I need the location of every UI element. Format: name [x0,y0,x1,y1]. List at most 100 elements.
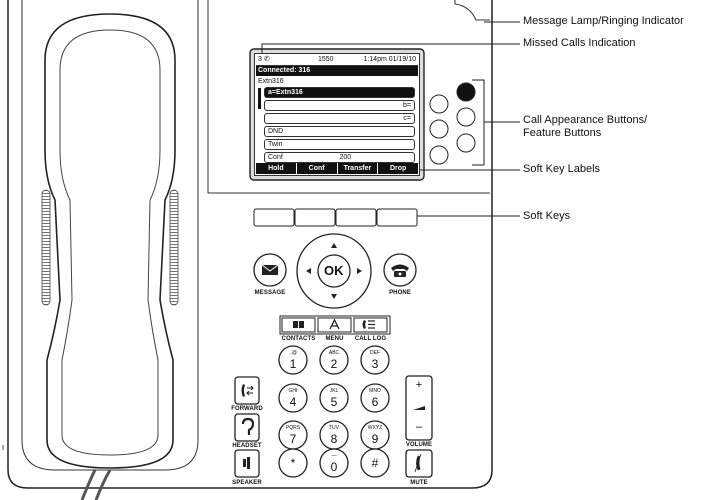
nav-left-arrow-icon[interactable] [306,268,311,274]
soft-key-labels: Hold Conf Transfer Drop [256,163,418,174]
call-appearance-button-1[interactable] [456,82,476,102]
callout-missed-calls: Missed Calls Indication [523,37,636,49]
dial-key-digit: # [371,456,379,470]
phone-display: 3 ✆ 1550 1:14pm 01/19/10 Connected: 316 … [254,53,420,176]
call-appearance-button-5[interactable] [456,133,476,153]
dial-key-1[interactable] [278,345,308,375]
message-label: MESSAGE [254,290,286,296]
dial-key-letters: TUV [329,425,339,431]
status-extension: 1550 [318,56,334,63]
forward-button[interactable] [234,376,260,405]
volume-minus-icon: – [415,421,423,433]
dial-key-3[interactable] [360,345,390,375]
dial-key-digit: 9 [371,432,379,446]
softkey-label-transfer: Transfer [338,163,379,174]
dial-key-letters: GHI [288,388,298,394]
dial-key-digit: 2 [330,357,338,371]
dial-key-digit: 3 [371,357,379,371]
left-speaker-grille [41,189,51,306]
line-label: Conf [268,154,283,161]
dial-key-digit: 7 [289,432,297,446]
line-label: DND [268,128,284,135]
dial-key-0[interactable] [319,448,349,478]
message-lamp [454,0,490,21]
line-label: Twin [268,141,283,148]
nav-down-arrow-icon[interactable] [331,294,337,299]
phone-icon [391,264,409,277]
dial-key-letters: DEF [370,350,380,356]
dial-key-digit: 8 [330,432,338,446]
callout-softkey-labels: Soft Key Labels [523,163,601,175]
softkey-label-hold: Hold [256,163,297,174]
line-row-1[interactable]: a=Extn316 [264,87,415,98]
extension-name: Extn316 [258,78,284,85]
mute-label: MUTE [410,480,428,486]
dial-key-digit: 4 [289,395,297,409]
line-row-5[interactable]: Twin [264,139,415,150]
dial-key-letters: JKL [329,388,339,394]
line-label: c= [403,115,411,122]
dial-key-5[interactable] [319,383,349,413]
dial-key-star[interactable] [278,448,308,478]
soft-key-3[interactable] [335,208,377,227]
mute-icon [414,453,422,473]
dial-key-digit: 6 [371,395,379,409]
phone-button[interactable] [383,253,417,287]
dial-key-digit: * [290,456,296,470]
line-row-3[interactable]: c= [264,113,415,124]
dial-key-digit: 0 [330,460,338,474]
line-row-2[interactable]: b= [264,100,415,111]
ok-button[interactable] [317,254,351,288]
envelope-icon [261,264,279,275]
callout-message-lamp: Message Lamp/Ringing Indicator [523,15,684,27]
volume-plus-icon: + [415,379,423,391]
forward-icon [241,384,254,397]
call-appearance-button-2[interactable] [429,94,449,114]
right-speaker-grille [169,189,179,306]
line-label: b= [403,102,411,109]
dial-key-2[interactable] [319,345,349,375]
callout-soft-keys: Soft Keys [523,210,571,222]
dial-key-digit: 5 [330,395,338,409]
status-bar: 3 ✆ 1550 1:14pm 01/19/10 [256,55,418,66]
softkey-label-conf: Conf [297,163,338,174]
nav-right-arrow-icon[interactable] [357,268,362,274]
soft-key-2[interactable] [294,208,336,227]
call-log-icon [362,320,375,329]
soft-key-4[interactable] [376,208,418,227]
scroll-indicator [258,88,261,109]
menu-label: MENU [325,336,344,342]
call-appearance-button-6[interactable] [429,145,449,165]
connected-status: Connected: 316 [256,66,418,76]
line-row-4[interactable]: DND [264,126,415,137]
menu-icon [329,318,340,330]
soft-key-1[interactable] [253,208,295,227]
ok-label: OK [324,263,344,278]
handset-cord [80,469,112,500]
dial-key-hash[interactable] [360,448,390,478]
dial-key-6[interactable] [360,383,390,413]
contacts-icon [293,321,304,328]
contacts-label: CONTACTS [281,336,316,342]
display-panel [207,0,490,194]
call-log-label: CALL LOG [354,336,387,342]
dial-key-letters: MNO [369,388,381,394]
volume-level-icon [413,406,425,410]
forward-label: FORWARD [231,406,263,412]
missed-calls-indicator: 3 ✆ [258,56,270,63]
dial-key-letters: ABC [328,350,340,356]
menu-button[interactable] [317,317,352,333]
status-time: 1:14pm 01/19/10 [363,56,416,63]
nav-up-arrow-icon[interactable] [331,243,337,248]
callout-call-appearance: Call Appearance Buttons/ [523,114,648,126]
line-value: 200 [339,154,352,161]
handset-inner [59,29,161,456]
call-appearance-button-3[interactable] [456,107,476,127]
dialpad [278,345,390,478]
line-row-6[interactable]: Conf 200 [264,152,415,163]
line-label: a=Extn316 [268,89,303,96]
call-appearance-button-4[interactable] [429,119,449,139]
speaker-label: SPEAKER [232,480,262,486]
dial-key-4[interactable] [278,383,308,413]
callout-lines [261,21,520,217]
